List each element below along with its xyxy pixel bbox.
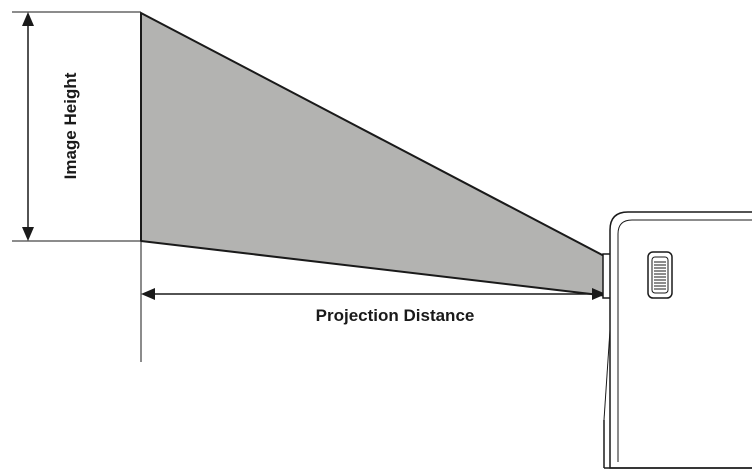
projector-body-inner-line — [617, 219, 752, 462]
projector-panel-seam — [603, 329, 611, 421]
projection-distance-label: Projection Distance — [316, 306, 475, 325]
projection-distance-arrow — [141, 288, 606, 300]
projector-device — [602, 211, 752, 469]
image-height-arrow — [22, 12, 34, 241]
focus-dial-icon — [647, 251, 673, 299]
image-height-label: Image Height — [61, 72, 80, 179]
projector-body — [609, 211, 752, 469]
projection-beam — [140, 12, 609, 297]
